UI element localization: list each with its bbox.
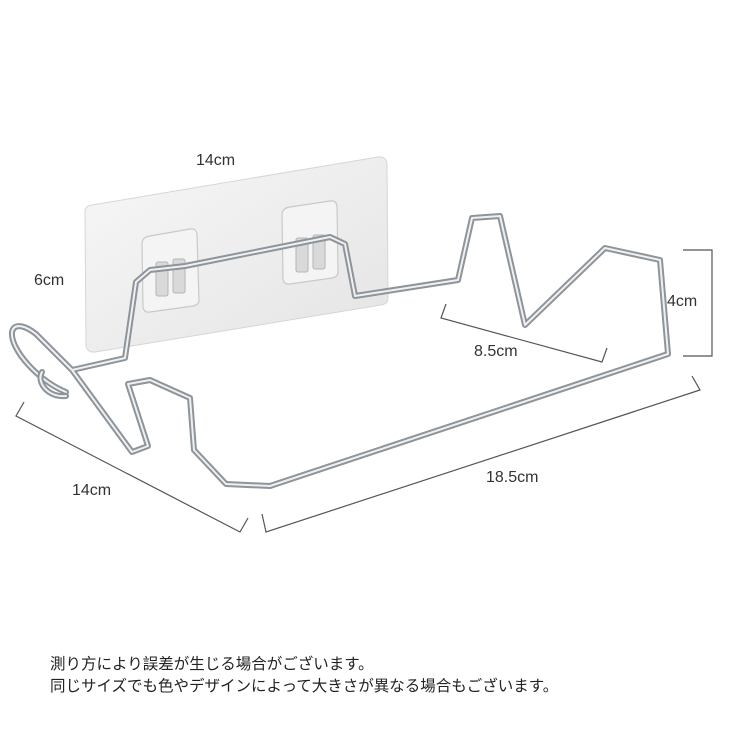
label-hook-height: 4cm — [667, 293, 698, 310]
label-plate-height: 6cm — [34, 272, 65, 289]
label-top-width: 14cm — [196, 152, 236, 169]
left-hook-bracket — [141, 228, 200, 313]
dimension-lines — [15, 249, 713, 533]
measurement-note: 測り方により誤差が生じる場合がございます。 同じサイズでも色やデザインによって大… — [50, 653, 558, 697]
note-line-2: 同じサイズでも色やデザインによって大きさが異なる場合もございます。 — [50, 677, 559, 695]
label-length: 18.5cm — [486, 469, 539, 486]
dim-line-depth — [15, 401, 249, 533]
dim-line-slot-width — [440, 303, 608, 363]
label-slot-width: 8.5cm — [474, 343, 518, 360]
note-line-1: 測り方により誤差が生じる場合がございます。 — [50, 655, 374, 673]
label-depth: 14cm — [72, 482, 112, 499]
dim-line-length — [261, 375, 701, 533]
wire-frame — [8, 213, 671, 489]
dim-line-hook-height — [683, 249, 713, 357]
